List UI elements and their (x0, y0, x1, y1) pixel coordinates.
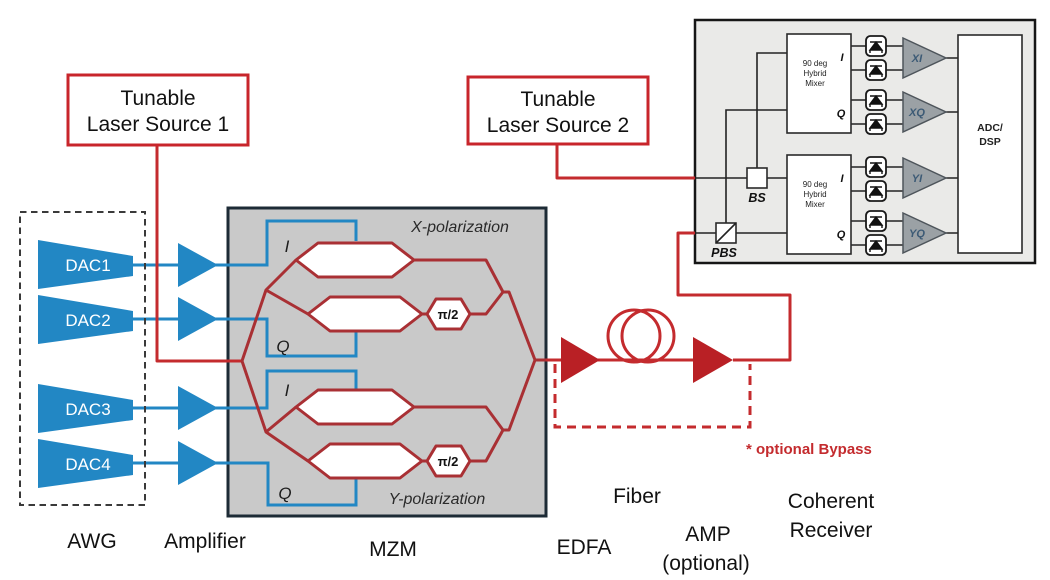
dac-output-lines (133, 263, 228, 465)
tls2-feed-line (555, 144, 695, 180)
edfa-triangle (561, 337, 600, 383)
fiber-coil-loop1 (606, 308, 662, 364)
tls1-feed-line (155, 145, 242, 363)
phase-shifter-y-label: π/2 (438, 454, 459, 469)
y-polarization-label: Y-polarization (389, 491, 486, 508)
photodiode-bank (865, 35, 887, 256)
tunable-laser-source-2: Tunable Laser Source 2 (466, 75, 650, 146)
dac3-shape (38, 384, 133, 433)
amp1-triangle (178, 243, 218, 287)
amp-triangle (693, 337, 733, 383)
phase-shifter-x-label: π/2 (438, 307, 459, 322)
mixer-x-line1: 90 deg (803, 59, 827, 68)
mixer-x-box (786, 33, 852, 134)
tls1-box (66, 73, 250, 147)
rf-trace-xi (228, 219, 358, 267)
xi-amp-label: XI (911, 53, 923, 65)
amplifier-caption: Amplifier (164, 530, 246, 553)
dac1-label: DAC1 (65, 256, 110, 275)
mixer-y-i-label: I (840, 173, 844, 185)
mixer-x-line2: Hybrid (803, 69, 826, 78)
amp2-triangle (178, 297, 218, 341)
adc-label-line2: DSP (979, 136, 1001, 148)
adc-dsp-box (957, 34, 1023, 254)
tls2-label-line2: Laser Source 2 (487, 114, 629, 137)
amp4-triangle (178, 441, 218, 485)
receiver-amplifiers: XI XQ YI YQ (902, 36, 948, 255)
mzm-yq-label: Q (278, 484, 291, 503)
fiber-coil-loop2 (620, 308, 676, 364)
phase-shifter-x (425, 297, 472, 331)
dac4-label: DAC4 (65, 455, 110, 474)
driver-amplifiers (178, 243, 218, 485)
mzm-xq-label: Q (276, 337, 289, 356)
yi-amp-triangle (902, 156, 948, 200)
tls2-box (466, 75, 650, 146)
beam-splitter (746, 167, 768, 189)
mixer-x-i-label: I (840, 52, 844, 64)
photodiode-output-wires (886, 45, 903, 246)
awg-module: DAC1 DAC2 DAC3 DAC4 (19, 211, 146, 506)
pbs-diagonal (715, 222, 737, 244)
edfa-caption: EDFA (557, 536, 612, 559)
mzm-waveguides: π/2 π/2 (240, 241, 546, 480)
rf-trace-xq (228, 317, 358, 358)
rf-trace-yq (228, 461, 358, 507)
mixer-x-q-label: Q (837, 108, 846, 120)
receiver-wiring (695, 52, 787, 234)
rf-trace-yi (228, 369, 358, 410)
amp-optional-caption: (optional) (662, 552, 750, 575)
mzm-arm-xq (306, 295, 424, 333)
mzm-arm-yq (306, 442, 424, 480)
hybrid-mixer-x: 90 deg Hybrid Mixer I Q (786, 33, 852, 134)
receiver-caption-line2: Receiver (790, 519, 873, 542)
bypass-note: * optional Bypass (746, 441, 872, 458)
awg-caption: AWG (67, 530, 116, 553)
receiver-caption-line1: Coherent (788, 490, 875, 513)
mixer-y-line2: Hybrid (803, 190, 826, 199)
yq-amp-label: YQ (909, 228, 925, 240)
phase-shifter-y (425, 444, 472, 478)
mzm-yi-label: I (285, 381, 290, 400)
hybrid-mixer-y: 90 deg Hybrid Mixer I Q (786, 154, 852, 255)
xq-amp-triangle (902, 90, 948, 134)
mzm-output-combiners (414, 258, 546, 463)
amp3-triangle (178, 386, 218, 430)
dac1-shape (38, 240, 133, 289)
bs-label: BS (748, 191, 766, 205)
mixer-output-wires (851, 45, 866, 246)
bypass-dashed-path (553, 364, 752, 429)
xq-amp-label: XQ (908, 107, 925, 119)
xi-amp-triangle (902, 36, 948, 80)
dac2-label: DAC2 (65, 311, 110, 330)
pbs-label: PBS (711, 246, 737, 260)
mzm-xi-label: I (285, 237, 290, 256)
mzm-input-splitters (240, 258, 309, 463)
mzm-caption: MZM (369, 538, 417, 561)
mixer-y-q-label: Q (837, 229, 846, 241)
mzm-arm-xi (294, 241, 416, 279)
yq-amp-triangle (902, 211, 948, 255)
tls1-label-line1: Tunable (120, 87, 195, 110)
tunable-laser-source-1: Tunable Laser Source 1 (66, 73, 250, 147)
amp-caption: AMP (685, 523, 731, 546)
tls2-label-line1: Tunable (520, 88, 595, 111)
mixer-y-line3: Mixer (805, 200, 825, 209)
x-polarization-label: X-polarization (410, 219, 509, 236)
tls1-label-line2: Laser Source 1 (87, 113, 229, 136)
amp-to-adc-wires (946, 57, 958, 234)
mixer-y-line1: 90 deg (803, 180, 827, 189)
adc-label-line1: ADC/ (977, 122, 1003, 134)
dac3-label: DAC3 (65, 400, 110, 419)
mixer-x-line3: Mixer (805, 79, 825, 88)
mixer-y-box (786, 154, 852, 255)
dac4-shape (38, 439, 133, 488)
yi-amp-label: YI (912, 173, 923, 185)
dac2-shape (38, 295, 133, 344)
coherent-receiver: BS PBS 90 deg Hybrid Mixer I Q 90 deg Hy… (693, 18, 1037, 265)
mzm-arm-yi (294, 388, 416, 426)
fiber-caption: Fiber (613, 485, 661, 508)
